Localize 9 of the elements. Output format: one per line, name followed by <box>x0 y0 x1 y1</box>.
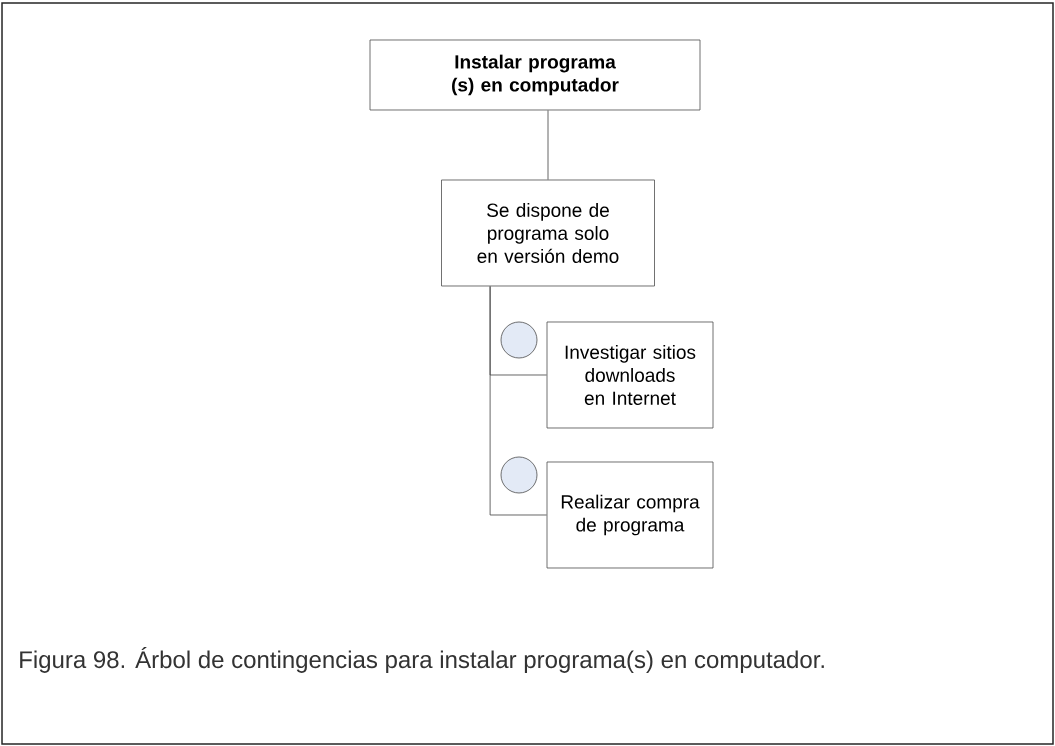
circle-marker <box>500 321 538 359</box>
process-box: Realizar compra de programa <box>546 461 714 569</box>
connector-line <box>489 286 547 516</box>
process-box: Instalar programa (s) en computador <box>369 39 701 111</box>
circle-marker <box>500 456 538 494</box>
process-box: Investigar sitios downloads en Internet <box>546 321 714 429</box>
connector-line <box>547 110 549 180</box>
process-box: Se dispone de programa solo en versión demo <box>441 179 655 287</box>
caption: Figura 98. Árbol de contingencias para instalar programa(s) en computador. <box>20 647 824 673</box>
